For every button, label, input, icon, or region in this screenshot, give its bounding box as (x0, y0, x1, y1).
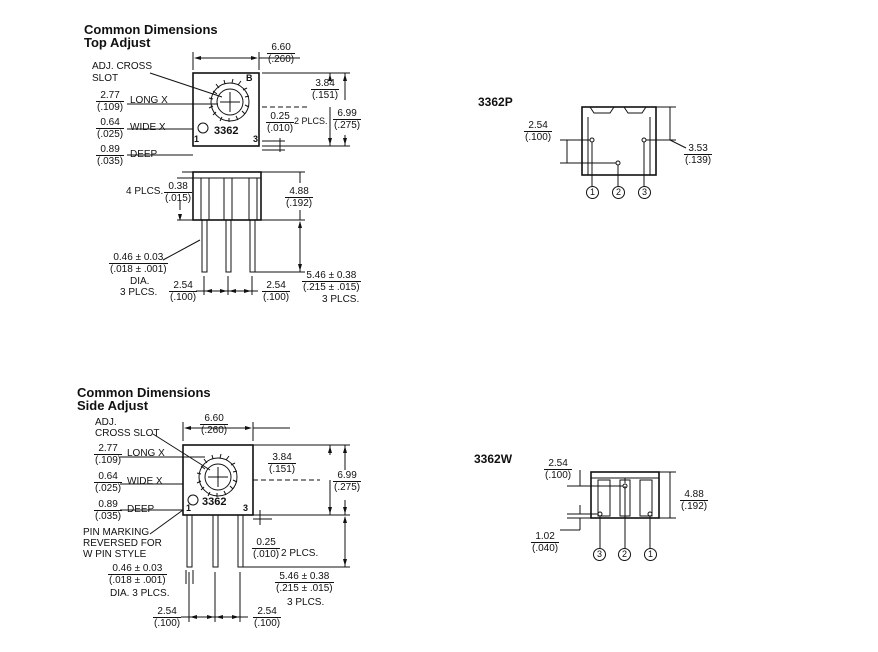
side-adjust-title-line1: Common Dimensions (77, 385, 211, 400)
side-wide-x-label: WIDE X (127, 476, 163, 487)
top-adjust-title-line2: Top Adjust (84, 35, 151, 50)
top-width-dim: 6.60(.260) (267, 42, 296, 65)
top-adjust-top-view (127, 52, 350, 156)
side-pitch-left: 2.54(.100) (153, 606, 182, 629)
side-long-x-label: LONG X (127, 448, 165, 459)
side-long-x-value: 2.77(.109) (94, 443, 123, 466)
top-slot-label-2: SLOT (92, 73, 119, 84)
side-width-dim: 6.60(.260) (200, 413, 229, 436)
side-adjust-title-line2: Side Adjust (77, 398, 149, 413)
top-d546-dim: 5.46 ± 0.38(.215 ± .015) (302, 270, 361, 293)
pin-marking-line3: W PIN STYLE (83, 549, 147, 560)
p-view-d254-dim: 2.54(.100) (524, 120, 553, 143)
top-d488-dim: 4.88(.192) (285, 186, 314, 209)
side-d025-label: 2 PLCS. (281, 548, 319, 559)
top-dia-label2: 3 PLCS. (120, 287, 158, 298)
top-adjust-side-view (162, 171, 305, 295)
side-slot-label-1: ADJ. (95, 417, 117, 428)
w-view-d488-dim: 4.88(.192) (680, 489, 709, 512)
top-dia-label1: DIA. (130, 276, 150, 287)
w-view-pin-marker: 1 (644, 548, 657, 561)
top-dia-dim: 0.46 ± 0.03(.018 ± .001) (109, 252, 168, 275)
w-view-d102-dim: 1.02(.040) (531, 531, 560, 554)
side-d699-dim: 6.99(.275) (333, 470, 362, 493)
side-model-number: 3362 (202, 496, 227, 508)
side-pitch-right: 2.54(.100) (253, 606, 282, 629)
side-d025-dim: 0.25(.010) (252, 537, 281, 560)
p-view-d353-dim: 3.53(.139) (684, 143, 713, 166)
side-wide-x-value: 0.64(.025) (94, 471, 123, 494)
pin-marking-line1: PIN MARKING (83, 527, 150, 538)
p-view-pin-marker: 2 (612, 186, 625, 199)
w-view-label: 3362W (474, 452, 513, 466)
side-d546-dim: 5.46 ± 0.38(.215 ± .015) (275, 571, 334, 594)
top-d699-dim: 6.99(.275) (333, 108, 362, 131)
top-long-x-label: LONG X (130, 95, 168, 106)
side-adjust-front-view (120, 422, 350, 622)
top-wide-x-value: 0.64(.025) (96, 117, 125, 140)
p-view-label: 3362P (478, 95, 513, 109)
top-deep-label: DEEP (130, 149, 158, 160)
top-adjust-title-line1: Common Dimensions (84, 22, 218, 37)
logo-mark: B (246, 73, 253, 83)
top-d025-label: 2 PLCS. (294, 116, 328, 126)
side-pin3-mark: 3 (243, 503, 249, 513)
side-dia-dim: 0.46 ± 0.03(.018 ± .001) (108, 563, 167, 586)
top-d384-dim: 3.84(.151) (311, 78, 340, 101)
pin-marking-line2: REVERSED FOR (83, 538, 162, 549)
w-view-pin-marker: 2 (618, 548, 631, 561)
top-d546-label: 3 PLCS. (322, 294, 360, 305)
w-view-drawing (560, 470, 676, 548)
side-d546-label: 3 PLCS. (287, 597, 325, 608)
top-pitch-left: 2.54(.100) (169, 280, 198, 303)
side-slot-label-2: CROSS SLOT (95, 428, 160, 439)
top-d038-dim: 0.38(.015) (164, 181, 193, 204)
top-model-number: 3362 (214, 125, 239, 137)
side-deep-label: DEEP (127, 504, 155, 515)
top-wide-x-label: WIDE X (130, 122, 166, 133)
p-view-drawing (560, 106, 687, 186)
p-view-pin-marker: 3 (638, 186, 651, 199)
top-pitch-right: 2.54(.100) (262, 280, 291, 303)
top-d025-dim: 0.25(.010) (266, 111, 295, 134)
w-view-d254-dim: 2.54(.100) (544, 458, 573, 481)
side-dia-label: DIA. 3 PLCS. (110, 588, 170, 599)
top-long-x-value: 2.77(.109) (96, 90, 125, 113)
w-view-pin-marker: 3 (593, 548, 606, 561)
top-slot-label-1: ADJ. CROSS (92, 61, 153, 72)
top-pin3-mark: 3 (253, 134, 259, 144)
side-pin1-mark: 1 (186, 503, 192, 513)
top-4plcs-label: 4 PLCS. (126, 186, 164, 197)
side-d384-dim: 3.84(.151) (268, 452, 297, 475)
p-view-pin-marker: 1 (586, 186, 599, 199)
top-pin1-mark: 1 (194, 134, 200, 144)
side-deep-value: 0.89(.035) (94, 499, 123, 522)
top-deep-value: 0.89(.035) (96, 144, 125, 167)
